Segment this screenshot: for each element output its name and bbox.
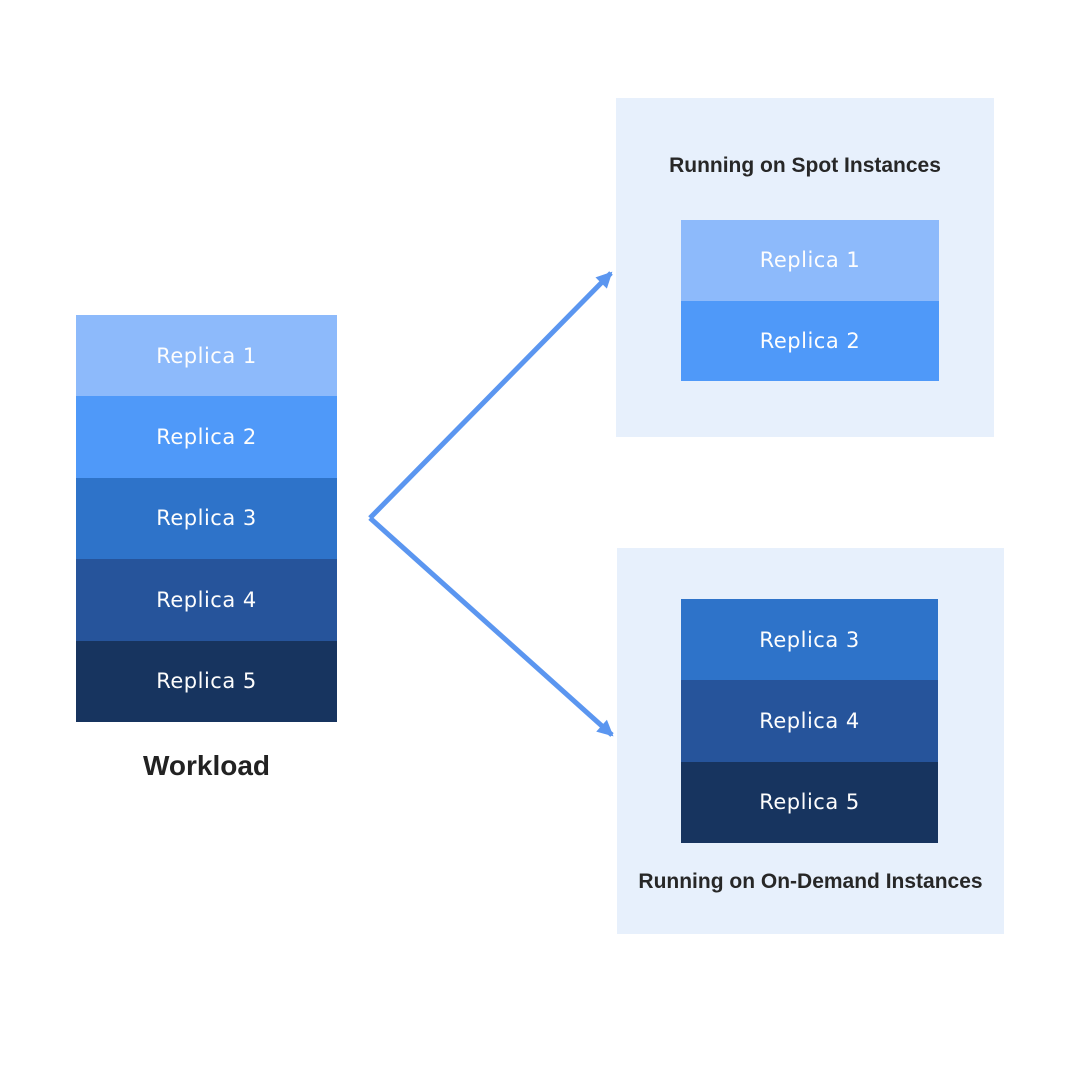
ondemand-instances-group: Replica 3 Replica 4 Replica 5 Running on… xyxy=(617,548,1004,934)
workload-caption: Workload xyxy=(142,750,271,781)
replica-label: Replica 1 xyxy=(156,343,257,368)
workload-replica-band: Replica 1 xyxy=(76,315,337,397)
workload-replica-band: Replica 4 xyxy=(76,559,337,641)
replica-label: Replica 2 xyxy=(759,328,861,353)
arrow-to-ondemand-icon xyxy=(368,516,614,737)
spot-group-title: Running on Spot Instances xyxy=(669,154,941,177)
workload-replica-band: Replica 3 xyxy=(76,477,337,560)
replica-label: Replica 3 xyxy=(759,627,860,652)
replica-label: Replica 5 xyxy=(156,669,257,694)
replica-label: Replica 3 xyxy=(156,506,257,531)
ondemand-replica-band: Replica 3 xyxy=(681,599,938,681)
replica-label: Replica 1 xyxy=(759,248,861,273)
ondemand-group-title: Running on On-Demand Instances xyxy=(638,870,983,893)
spot-instances-group: Running on Spot Instances Replica 1 Repl… xyxy=(616,98,994,437)
spot-replica-band: Replica 2 xyxy=(681,300,939,381)
workload-replica-band: Replica 2 xyxy=(76,396,337,478)
spot-replica-stack: Replica 1 Replica 2 xyxy=(681,220,939,381)
replica-label: Replica 5 xyxy=(759,790,860,815)
replica-label: Replica 4 xyxy=(156,587,257,612)
replica-label: Replica 4 xyxy=(759,708,860,733)
workload-stack: Replica 1 Replica 2 Replica 3 Replica 4 … xyxy=(76,315,337,722)
arrow-to-spot-icon xyxy=(368,271,613,520)
replica-label: Replica 2 xyxy=(156,425,257,450)
spot-replica-band: Replica 1 xyxy=(681,220,939,301)
ondemand-replica-band: Replica 5 xyxy=(681,761,938,843)
ondemand-replica-stack: Replica 3 Replica 4 Replica 5 xyxy=(681,599,938,843)
workload-replica-band: Replica 5 xyxy=(76,640,337,722)
ondemand-replica-band: Replica 4 xyxy=(681,680,938,762)
